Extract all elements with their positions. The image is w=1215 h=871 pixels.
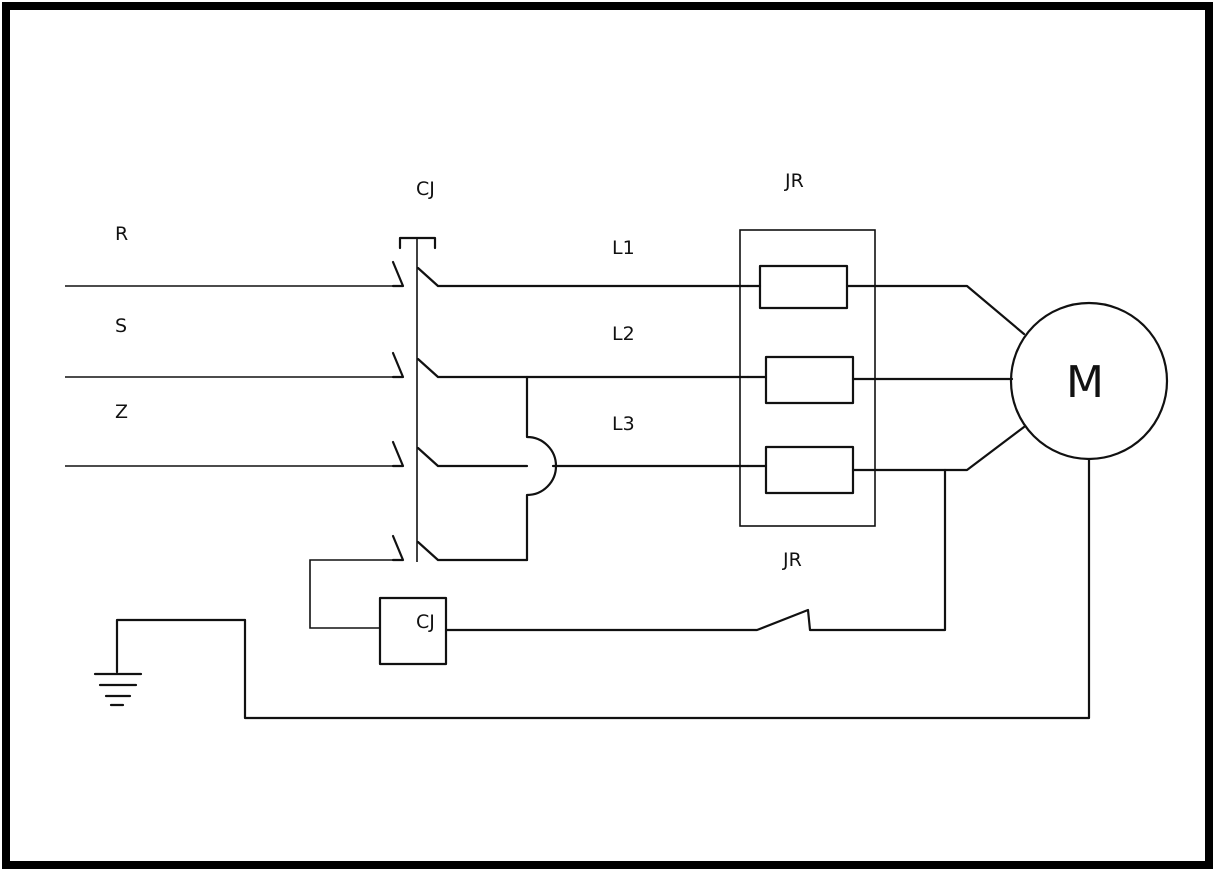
contactor-top-label: CJ: [416, 178, 435, 200]
control-loop-left: [309, 559, 403, 629]
line-r-label: R: [115, 223, 128, 245]
motor-icon: M: [1009, 301, 1169, 461]
l3-crossover: [525, 375, 558, 562]
l2-label: L2: [612, 323, 635, 345]
heater-icon: [758, 264, 855, 495]
ground-icon: [93, 457, 1091, 720]
motor-feed-1: [845, 284, 1026, 336]
coil-label: CJ: [416, 611, 435, 633]
line-z-label: Z: [115, 401, 128, 423]
motor-feed-3: [851, 425, 1026, 472]
coil-icon: CJ: [378, 596, 448, 666]
motor-label: M: [1066, 357, 1104, 408]
relay-top-label: JR: [784, 170, 804, 192]
switch-icon: [391, 260, 750, 562]
line-s-label: S: [115, 315, 127, 337]
relay-contact: [444, 468, 947, 632]
contactor-mechanism: [398, 236, 437, 562]
l1-label: L1: [612, 237, 635, 259]
relay-contact-label: JR: [782, 549, 802, 571]
l3-label: L3: [612, 413, 635, 435]
